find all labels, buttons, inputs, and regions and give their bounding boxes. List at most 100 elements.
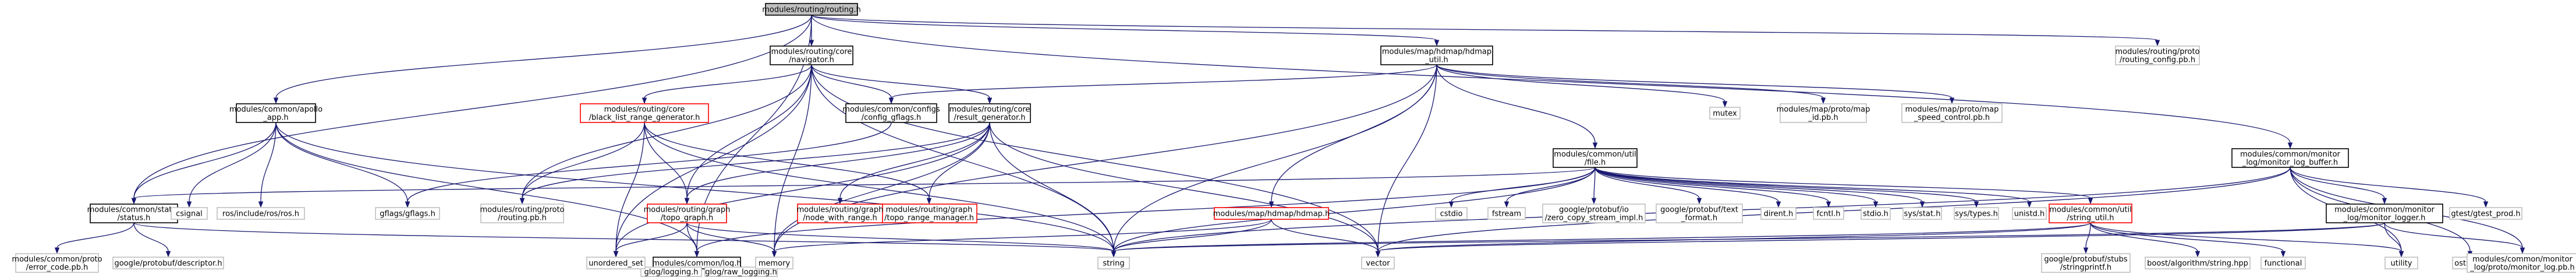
node-box	[1780, 103, 1867, 123]
node-label-line: _format.h	[1681, 214, 1717, 223]
node-box	[647, 204, 727, 223]
node-box	[375, 207, 440, 220]
node-box	[1214, 207, 1329, 220]
node-topo-range-manager[interactable]: modules/routing/graph/topo_range_manager…	[881, 204, 977, 223]
arrowhead	[2026, 201, 2032, 208]
node-label-line: modules/map/proto/map	[1905, 106, 1999, 114]
node-csignal: csignal	[171, 207, 208, 220]
arrowhead	[2287, 142, 2293, 149]
node-box	[770, 45, 853, 65]
edge-navigator-to-result_generator	[811, 64, 993, 104]
edge-hdmap_util-to-vector	[1375, 64, 1437, 258]
node-label-line: /topo_range_manager.h	[884, 214, 974, 223]
node-cstdio: cstdio	[1435, 207, 1468, 220]
node-label-line: _log/monitor_log_buffer.h	[2242, 159, 2338, 167]
node-label-line: /routing.pb.h	[498, 214, 547, 223]
node-box	[480, 204, 564, 223]
node-mutex: mutex	[1709, 107, 1741, 120]
node-result-generator[interactable]: modules/routing/core/result_generator.h	[948, 103, 1031, 123]
node-status[interactable]: modules/common/status/status.h	[87, 204, 181, 223]
node-text-format: google/protobuf/text_format.h	[1656, 204, 1743, 223]
node-gtest-prod: gtest/gtest_prod.h	[2449, 207, 2522, 220]
node-node-with-range[interactable]: modules/routing/graph/node_with_range.h	[797, 204, 884, 223]
node-root[interactable]: modules/routing/routing.h	[762, 3, 861, 16]
edge-string_util-to-boost_string	[2090, 222, 2201, 258]
node-label-line: google/protobuf/text	[1660, 206, 1738, 215]
edge-result_generator-to-node_with_range	[837, 122, 990, 205]
node-label-line: modules/common/util	[1554, 150, 1636, 159]
edge-root-to-monitor_log_buffer	[811, 15, 2293, 149]
node-sys-types: sys/types.h	[1954, 207, 1999, 220]
arrowhead	[987, 97, 993, 104]
node-label-line: google/protobuf/descriptor.h	[114, 260, 222, 268]
node-box	[580, 103, 709, 123]
edge-navigator-to-string	[811, 64, 1117, 258]
node-utility: utility	[2384, 257, 2418, 269]
edge-navigator-to-black_list	[642, 64, 812, 104]
node-box	[765, 3, 858, 16]
node-box	[2115, 45, 2200, 65]
node-string: string	[1097, 257, 1130, 269]
node-label-line: string	[1103, 260, 1124, 268]
node-file-h[interactable]: modules/common/util/file.h	[1553, 148, 1638, 168]
edge-monitor_logger-to-monitor_log_pb	[2384, 222, 2525, 254]
edge-hdmap_util-to-config_gflags	[888, 64, 1437, 104]
node-label-line: modules/routing/graph	[644, 206, 731, 215]
arrowhead	[2155, 40, 2160, 47]
arrowhead	[2483, 201, 2489, 208]
edge-status-to-descriptor	[133, 222, 171, 258]
node-box	[2326, 204, 2443, 223]
node-hdmap-util[interactable]: modules/map/hdmap/hdmap_util.h	[1380, 45, 1493, 65]
node-navigator[interactable]: modules/routing/core/navigator.h	[770, 45, 853, 65]
node-box	[1553, 148, 1638, 168]
edge-status-to-error_code_pb	[54, 222, 134, 254]
edge-hdmap_util-to-memory	[771, 64, 1437, 258]
edge-result_generator-to-routing_pb	[519, 122, 990, 205]
node-label-line: modules/common/util	[2049, 206, 2131, 215]
arrowhead	[519, 198, 525, 205]
edge-apollo_app-to-csignal	[186, 122, 277, 208]
node-label-line: modules/routing/core	[771, 48, 852, 57]
node-hdmap-h[interactable]: modules/map/hdmap/hdmap.h	[1213, 207, 1330, 220]
arrowhead	[2382, 198, 2387, 205]
edge-string_util-to-functional	[2090, 222, 2286, 258]
node-apollo-app[interactable]: modules/common/apollo_app.h	[229, 103, 323, 123]
arrowhead	[131, 198, 137, 205]
node-label-line: glog/logging.h	[644, 268, 699, 277]
node-black-list[interactable]: modules/routing/core/black_list_range_ge…	[580, 103, 709, 123]
edge-file_h-to-sys_stat	[1595, 167, 1925, 208]
node-ros-h: ros/include/ros/ros.h	[217, 207, 305, 220]
node-sys-stat: sys/stat.h	[1902, 207, 1942, 220]
arrowhead	[186, 201, 192, 208]
node-box	[1380, 45, 1493, 65]
nodes-layer: modules/routing/routing.h modules/common/…	[12, 3, 2576, 277]
arrowhead	[1873, 201, 1879, 208]
node-string-util[interactable]: modules/common/util/string_util.h	[2049, 204, 2132, 223]
edge-root-to-apollo_app	[273, 15, 812, 104]
arrowhead	[1696, 198, 1702, 205]
arrowhead	[613, 251, 619, 258]
edge-monitor_logger-to-vector	[1375, 222, 2385, 258]
node-label-line: modules/common/proto	[12, 255, 102, 264]
node-label-line: dirent.h	[1764, 210, 1794, 219]
node-label-line: /stringprintf.h	[2060, 264, 2111, 272]
arrowhead	[888, 97, 894, 104]
node-box	[1760, 207, 1797, 220]
node-stringprintf: google/protobuf/stubs/stringprintf.h	[2041, 253, 2131, 273]
edge-hdmap_util-to-mutex	[1436, 64, 1728, 108]
node-label-line: /error_code.pb.h	[26, 264, 88, 272]
edge-hdmap_h-to-vector	[1271, 219, 1381, 258]
node-box	[112, 257, 224, 269]
node-label-line: google/protobuf/stubs	[2044, 255, 2128, 264]
node-monitor-logger[interactable]: modules/common/monitor_log/monitor_logge…	[2326, 204, 2443, 223]
node-topo-graph[interactable]: modules/routing/graph/topo_graph.h	[644, 204, 731, 223]
node-label-line: cstdio	[1440, 210, 1463, 219]
edge-hdmap_h-to-memory	[771, 219, 1272, 258]
node-descriptor: google/protobuf/descriptor.h	[112, 257, 224, 269]
node-label-line: boost/algorithm/string.hpp	[2147, 260, 2248, 268]
node-config-gflags[interactable]: modules/common/configs/config_gflags.h	[842, 103, 940, 123]
edge-string_util-to-vector	[1375, 222, 2091, 258]
node-log-h[interactable]: modules/common/log.h	[652, 257, 742, 269]
node-label-line: /node_with_range.h	[803, 214, 877, 223]
node-monitor-log-buffer[interactable]: modules/common/monitor_log/monitor_log_b…	[2231, 148, 2349, 168]
